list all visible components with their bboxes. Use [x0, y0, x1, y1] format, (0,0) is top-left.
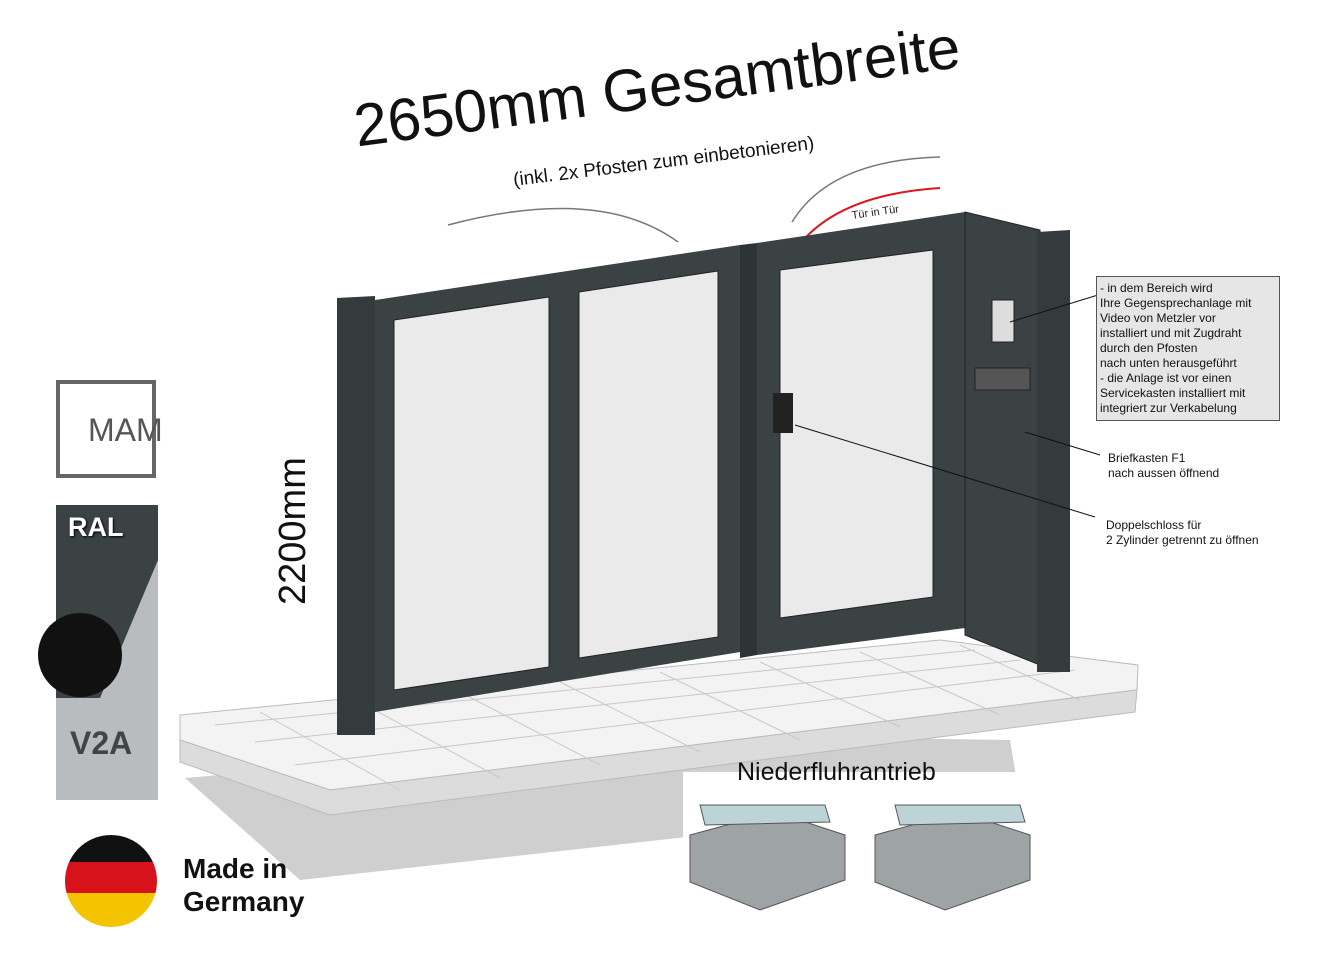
post-left: [337, 296, 375, 735]
glass-panel-1: [393, 296, 550, 691]
motor-label: Niederfluhrantrieb: [737, 758, 936, 786]
intercom: [991, 299, 1015, 343]
coil-icon: [38, 613, 122, 697]
door-post: [740, 243, 757, 658]
intercom-note: - in dem Bereich wird Ihre Gegensprechan…: [1096, 276, 1280, 421]
lock-label: Doppelschloss für 2 Zylinder getrennt zu…: [1106, 518, 1259, 547]
ral-label: RAL: [68, 512, 124, 542]
swing-arrow-left: [447, 207, 679, 243]
pillar-box: [964, 211, 1041, 666]
motor-image: [683, 772, 1038, 920]
mailbox-label: Briefkasten F1 nach aussen öffnend: [1108, 451, 1220, 480]
germany-flag-icon: [65, 835, 157, 927]
mam-logo: MAM: [88, 412, 163, 448]
mam-logo-frame: [56, 380, 156, 478]
door-glass: [779, 249, 934, 619]
height-dimension: 2200mm: [272, 457, 314, 605]
mailbox-slot: [974, 367, 1031, 391]
post-right: [1037, 230, 1070, 672]
swing-arrow-right: [791, 156, 941, 223]
v2a-label: V2A: [70, 725, 133, 761]
door-handle-lock: [773, 393, 793, 433]
glass-panel-2: [578, 270, 719, 659]
leader-lines: [794, 294, 1101, 518]
tile-floor: [179, 639, 1139, 816]
made-in-germany: Made in Germany: [183, 853, 305, 917]
